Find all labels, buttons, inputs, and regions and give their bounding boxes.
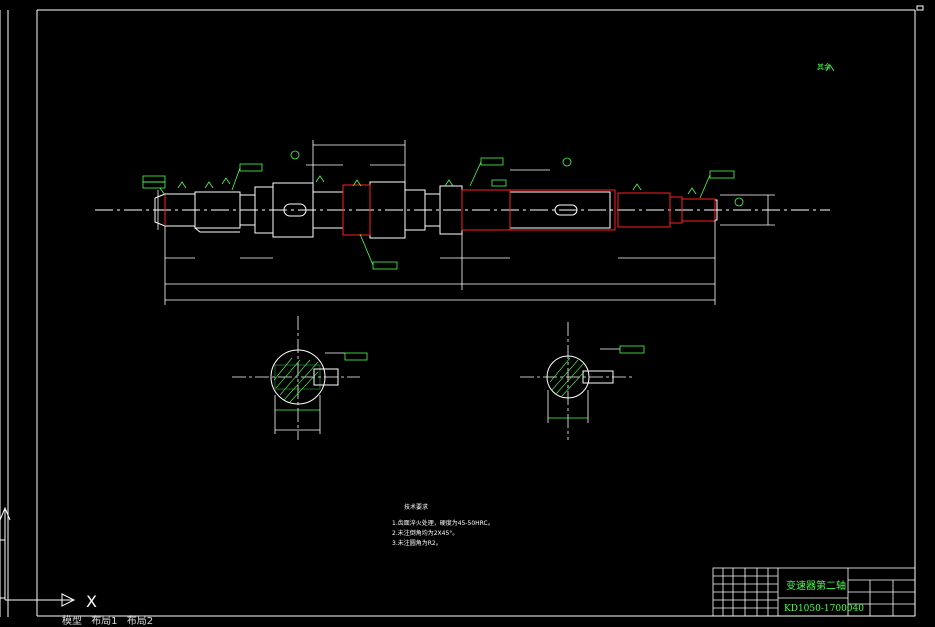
part-name: 变速器第二轴 [786, 581, 846, 592]
shaft-highlighted-segments [164, 184, 716, 236]
requirement-item: 1.齿面淬火处理，硬度为45-50HRC。 [392, 520, 494, 527]
ucs-x-label: X [86, 592, 97, 611]
tolerance-frames [142, 64, 835, 270]
dimension-lines [157, 140, 775, 305]
layout-tabs: 模型 布局1 布局2 [0, 617, 935, 627]
title-block [712, 567, 916, 617]
section-view-b [520, 322, 645, 440]
surface-finish-note: 其余 [817, 63, 831, 71]
technical-requirements-title: 技术要求 [404, 504, 429, 511]
requirement-item: 2.未注倒角均为2X45°。 [392, 530, 459, 537]
tab-layout2[interactable]: 布局2 [126, 616, 154, 627]
tab-layout1[interactable]: 布局1 [91, 616, 118, 627]
section-view-a [232, 316, 368, 440]
technical-requirements: 技术要求 1.齿面淬火处理，硬度为45-50HRC。 2.未注倒角均为2X45°… [392, 503, 494, 549]
tab-model[interactable]: 模型 [62, 616, 82, 627]
ucs-icon [0, 506, 76, 607]
requirement-item: 3.未注圆角为R2。 [392, 540, 442, 547]
drawing-number: KD1050-1700040 [784, 604, 864, 614]
